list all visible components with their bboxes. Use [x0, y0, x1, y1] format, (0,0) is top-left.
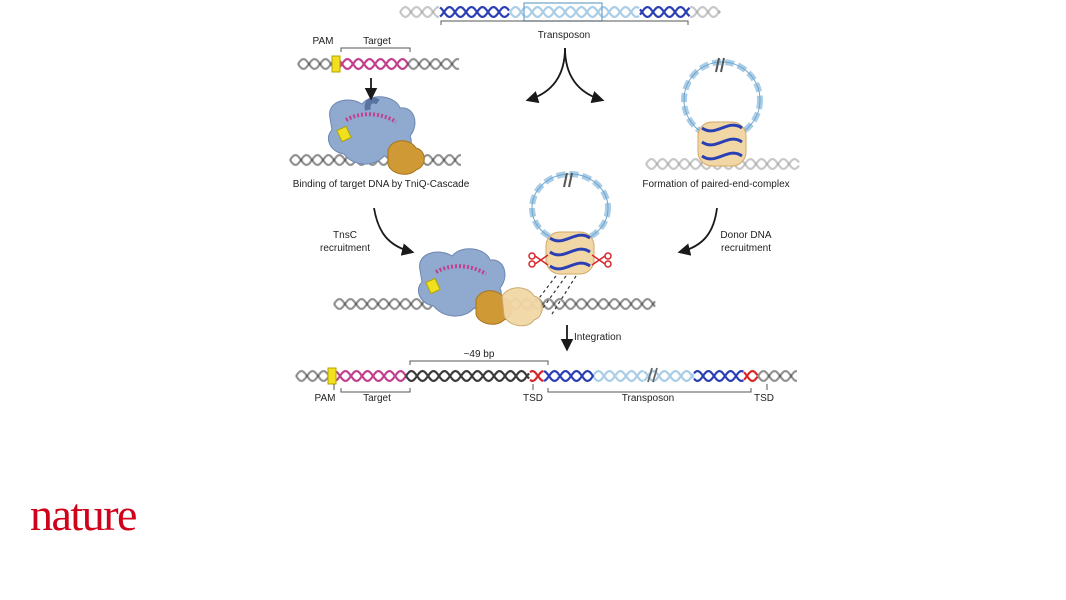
donor-dna-helix-top — [399, 5, 721, 19]
target-label-bottom: Target — [363, 393, 391, 404]
donor-label-line2: recruitment — [721, 243, 771, 254]
scissors-right-icon — [591, 252, 612, 268]
transposon-label-bottom: Transposon — [622, 393, 674, 404]
dna-helices — [289, 2, 800, 385]
tsd-label-right: TSD — [754, 393, 774, 404]
transposon-box-top — [523, 2, 603, 22]
donor-label-line1: Donor DNA — [720, 230, 771, 241]
product-dna-helix — [295, 369, 798, 383]
tniq-cascade-complex-top — [328, 96, 425, 175]
tnsc-label-line1: TnsC — [333, 230, 357, 241]
arrows — [364, 47, 718, 352]
binding-caption: Binding of target DNA by TniQ-Cascade — [293, 179, 470, 190]
tethering-dashes — [529, 275, 577, 315]
scissors-left-icon — [528, 252, 549, 268]
integration-label: Integration — [574, 332, 621, 343]
nature-logo: nature — [30, 489, 137, 540]
pam-box-top — [331, 55, 341, 73]
transposon-break-marks — [647, 367, 658, 383]
target-dna-helix-top — [297, 57, 460, 71]
formation-caption: Formation of paired-end-complex — [642, 179, 789, 190]
tniq-cascade-complex-middle — [418, 248, 543, 327]
pam-label-top: PAM — [313, 36, 334, 47]
paired-end-complex-middle — [545, 231, 595, 275]
spacing-label: ~49 bp — [464, 349, 495, 360]
target-label-top: Target — [363, 36, 391, 47]
paired-end-complex-right — [697, 121, 747, 167]
pam-label-bottom: PAM — [315, 393, 336, 404]
tnsc-label-line2: recruitment — [320, 243, 370, 254]
transposon-label-top: Transposon — [538, 30, 590, 41]
tsd-label-left: TSD — [523, 393, 543, 404]
brackets — [333, 20, 768, 393]
pam-box-bottom — [327, 367, 337, 385]
